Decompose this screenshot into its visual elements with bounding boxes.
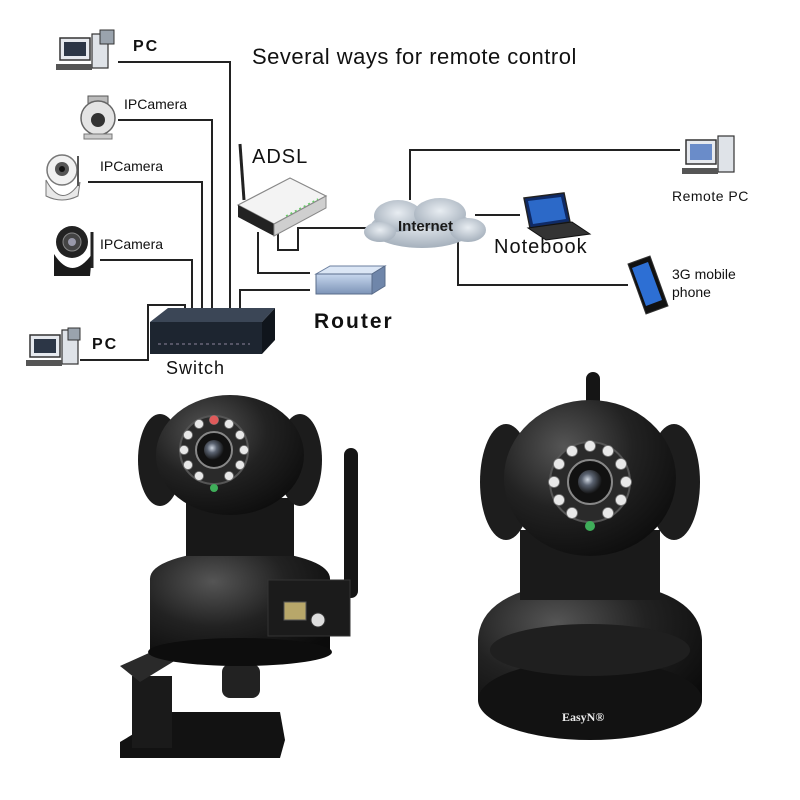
ipcamera-2-icon [45, 154, 81, 201]
adsl-modem-icon [236, 143, 328, 237]
router-icon [314, 265, 387, 295]
line-adsl-router [257, 232, 310, 274]
line-pc-bottom [80, 304, 186, 361]
mobile-phone-icon [627, 255, 669, 315]
switch-icon [150, 308, 275, 354]
line-pc-top [118, 61, 231, 310]
line-switch-router [239, 289, 310, 308]
line-ipcamera-3 [100, 259, 193, 310]
label-internet: Internet [398, 218, 454, 235]
label-ipcamera-1: IPCamera [124, 96, 188, 112]
label-switch: Switch [166, 358, 226, 378]
brand-logo-easyn: EasyN® [562, 710, 605, 724]
label-mobile-line1: 3G mobile [672, 266, 736, 282]
pc-top-icon [56, 29, 115, 70]
line-adsl-internet [277, 227, 375, 251]
connection-lines [80, 61, 680, 361]
line-internet-remotepc [409, 149, 680, 200]
internet-cloud-icon [364, 198, 486, 248]
label-notebook: Notebook [494, 236, 588, 258]
diagram-title: Several ways for remote control [252, 44, 577, 69]
label-remote-pc: Remote PC [672, 188, 749, 204]
ipcamera-3-icon [54, 226, 94, 276]
label-pc-bottom: PC [92, 336, 119, 353]
notebook-icon [523, 192, 592, 241]
label-ipcamera-2: IPCamera [100, 158, 164, 174]
label-adsl: ADSL [252, 146, 309, 168]
label-mobile-line2: phone [672, 284, 711, 300]
label-pc-top: PC [133, 38, 160, 55]
line-internet-mobile [457, 240, 628, 286]
line-ipcamera-1 [118, 119, 213, 310]
remote-pc-icon [682, 135, 735, 174]
line-ipcamera-2 [88, 181, 203, 310]
ipcamera-1-icon [80, 95, 116, 140]
camera-product-right [478, 372, 702, 740]
label-router: Router [314, 310, 394, 333]
label-ipcamera-3: IPCamera [100, 236, 164, 252]
camera-product-left [120, 395, 358, 758]
pc-bottom-icon [26, 327, 81, 366]
